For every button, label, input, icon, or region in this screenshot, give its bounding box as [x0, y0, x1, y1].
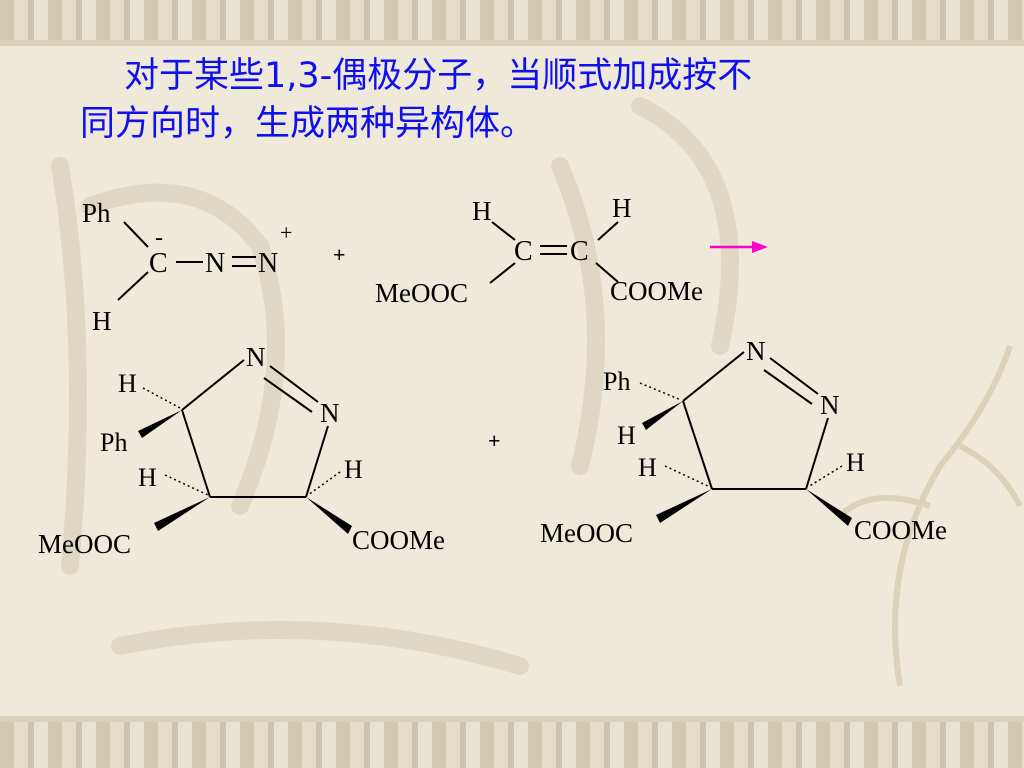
bond-c-h: [117, 271, 149, 301]
p2-h-left: H: [638, 453, 657, 482]
p1-n-right: N: [320, 398, 340, 428]
bond-h-cright: [597, 221, 619, 241]
p2-n-right: N: [820, 390, 840, 420]
p1-h-right: H: [344, 455, 363, 484]
bond-cleft-ester: [489, 262, 516, 284]
reaction-arrow: [710, 241, 768, 253]
alkene-coome: COOMe: [610, 276, 703, 306]
p1-n-top: N: [246, 342, 266, 372]
slide-title: 对于某些1,3-偶极分子，当顺式加成按不 同方向时，生成两种异构体。: [80, 52, 960, 148]
p2-h-right: H: [846, 448, 865, 477]
bond-cright-ester: [595, 262, 619, 283]
p1-ph: Ph: [100, 428, 127, 457]
plus-operator-1: +: [333, 242, 346, 267]
title-line-1: 对于某些1,3-偶极分子，当顺式加成按不: [124, 56, 753, 96]
alkene-c-left: C: [514, 236, 533, 267]
diazo-compound: Ph - C N N + H: [82, 198, 292, 336]
diazo-plus-charge: +: [280, 220, 292, 245]
alkene-c-right: C: [570, 236, 589, 267]
p2-h-wedge: H: [617, 421, 636, 450]
diazo-ph-label: Ph: [82, 198, 111, 228]
p2-n-top: N: [746, 336, 766, 366]
alkene-h-left: H: [472, 196, 492, 226]
diazo-carbon: C: [149, 248, 168, 279]
product-2: N N Ph H H H MeOOC COOMe: [540, 336, 947, 548]
title-line-2: 同方向时，生成两种异构体。: [80, 104, 536, 144]
plus-operator-2: +: [488, 428, 501, 453]
bond-h-cleft: [491, 221, 516, 241]
p2-ph: Ph: [603, 367, 630, 396]
decorative-bottom-border: [0, 716, 1024, 768]
product-1: N N H Ph H H MeOOC COOMe: [38, 342, 445, 559]
diazo-h-label: H: [92, 306, 112, 336]
alkene-meooc: MeOOC: [375, 278, 468, 308]
p1-h-left: H: [138, 463, 157, 492]
p1-meooc: MeOOC: [38, 529, 131, 559]
alkene-h-right: H: [612, 193, 632, 223]
diazo-n1: N: [205, 248, 225, 279]
bond-ph-c: [123, 221, 149, 248]
p1-coome: COOMe: [352, 525, 445, 555]
alkene-compound: H H C C MeOOC COOMe: [375, 193, 703, 308]
p2-coome: COOMe: [854, 515, 947, 545]
p1-h-top: H: [118, 369, 137, 398]
diazo-minus-charge: -: [155, 225, 163, 251]
diazo-n2: N: [258, 248, 278, 279]
p2-meooc: MeOOC: [540, 518, 633, 548]
decorative-top-border: [0, 0, 1024, 46]
